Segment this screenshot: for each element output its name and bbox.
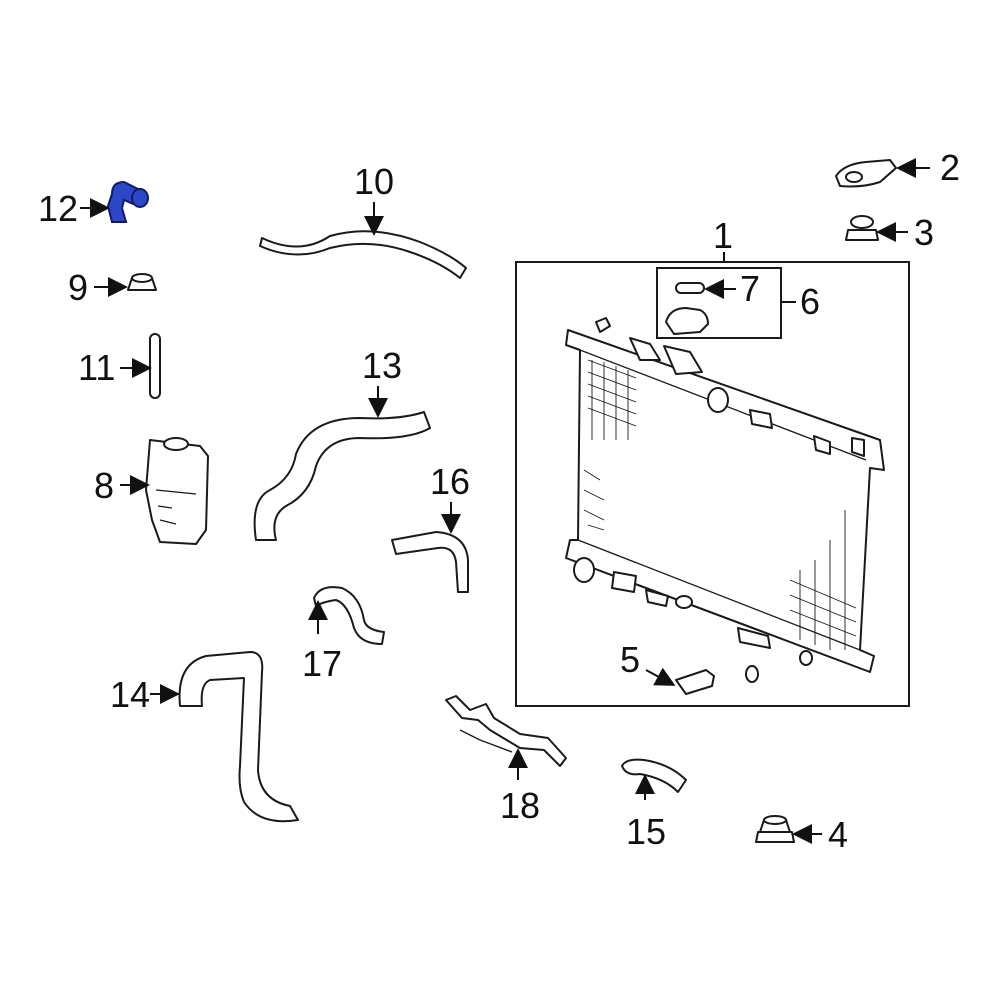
callout-5: 5: [620, 639, 640, 680]
hose-part-13[interactable]: [253, 411, 431, 541]
callout-11: 11: [78, 347, 115, 388]
callout-18: 18: [500, 785, 540, 826]
grommet-part-4[interactable]: [755, 815, 795, 843]
seal-part-7: [675, 282, 705, 294]
hose-part-10[interactable]: [259, 230, 467, 279]
callout-14: 14: [110, 674, 150, 715]
callout-2: 2: [940, 147, 960, 188]
callout-6: 6: [800, 281, 820, 322]
radiator-group-box: [515, 261, 910, 707]
callout-9: 9: [68, 267, 88, 308]
callout-3: 3: [914, 212, 934, 253]
radiator-part[interactable]: [565, 317, 885, 673]
leader-5: [645, 667, 676, 686]
callout-4: 4: [828, 814, 848, 855]
callout-10: 10: [354, 161, 394, 202]
hose-part-17[interactable]: [313, 586, 385, 645]
hose-part-16[interactable]: [391, 531, 469, 593]
callout-8: 8: [94, 465, 114, 506]
callout-16: 16: [430, 461, 470, 502]
callout-17: 17: [302, 643, 342, 684]
drain-plug-part-5[interactable]: [675, 665, 759, 695]
hose-part-14[interactable]: [178, 651, 299, 823]
callout-13: 13: [362, 345, 402, 386]
reservoir-tank-part-8[interactable]: [145, 437, 209, 545]
tube-part-11[interactable]: [149, 333, 161, 399]
cap-part-9[interactable]: [127, 273, 157, 291]
callout-15: 15: [626, 811, 666, 852]
grommet-part-3[interactable]: [845, 215, 879, 241]
callout-12: 12: [38, 188, 78, 229]
bracket-part-2[interactable]: [835, 159, 897, 188]
hose-part-15[interactable]: [621, 758, 687, 793]
callout-1: 1: [713, 215, 733, 256]
radiator-cap-part-6[interactable]: [665, 282, 709, 335]
pipe-part-18[interactable]: [445, 695, 567, 767]
hose-connector-part-12[interactable]: [106, 180, 149, 223]
callout-7: 7: [740, 268, 760, 309]
cap-group-box: [656, 267, 782, 339]
